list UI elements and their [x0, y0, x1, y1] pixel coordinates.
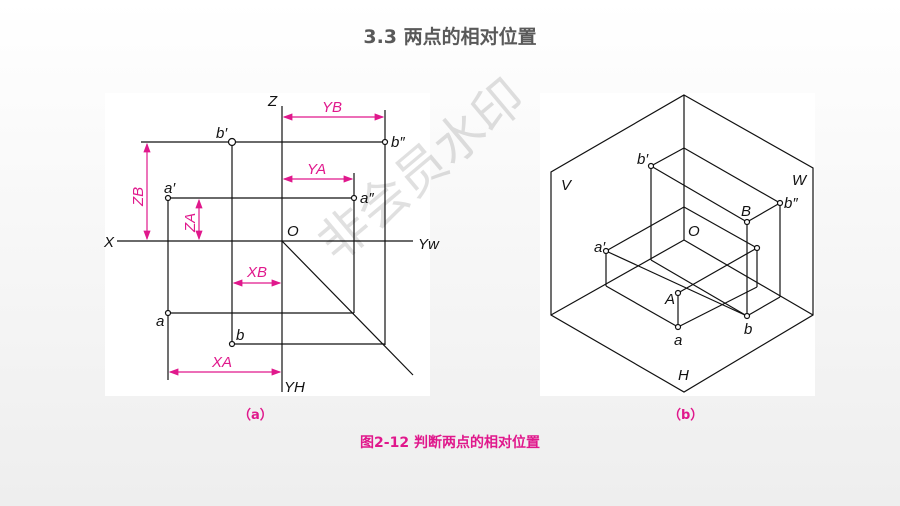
subcaption-a: （a） [238, 408, 273, 423]
label-b-dprime-b: b″ [784, 195, 798, 212]
figure-caption: 图2-12 判断两点的相对位置 [360, 435, 540, 451]
label-a-prime: a′ [164, 180, 176, 197]
dim-zb: ZB [130, 187, 147, 207]
label-h: H [678, 367, 689, 384]
slide-title: 3.3 两点的相对位置 [363, 26, 537, 48]
diagram-b [550, 94, 814, 393]
label-a: a [156, 313, 164, 330]
dim-xa: XA [211, 354, 232, 371]
label-yh: YH [284, 379, 305, 396]
diagram-b-labels: V W H O b′ b″ B a′ A a b [561, 151, 808, 384]
label-b-dprime: b″ [391, 134, 405, 151]
label-b-prime: b′ [216, 125, 228, 142]
dim-yb: YB [322, 99, 342, 116]
dim-za: ZA [182, 213, 199, 233]
label-z: Z [267, 93, 278, 110]
label-A: A [664, 291, 675, 308]
label-a-b: a [674, 332, 682, 349]
label-B: B [741, 203, 751, 220]
dim-xb: XB [246, 264, 267, 281]
label-a-dprime: a″ [360, 190, 374, 207]
label-b-prime-b: b′ [637, 151, 649, 168]
label-o: O [287, 223, 299, 240]
label-x: X [103, 234, 115, 251]
label-b: b [236, 327, 244, 344]
label-w: W [792, 172, 808, 189]
label-v: V [561, 177, 573, 194]
diagram-a-labels: Z X O Yw YH b′ b″ a′ a″ a b YB YA ZB ZA … [103, 93, 440, 396]
label-b-b: b [744, 321, 752, 338]
subcaption-b: （b） [668, 408, 704, 423]
diagram-a [117, 106, 414, 392]
label-o-b: O [688, 223, 700, 240]
label-yw: Yw [418, 236, 440, 253]
label-a-prime-b: a′ [594, 239, 606, 256]
dim-ya: YA [307, 161, 326, 178]
diagram-a-panel [105, 93, 430, 396]
